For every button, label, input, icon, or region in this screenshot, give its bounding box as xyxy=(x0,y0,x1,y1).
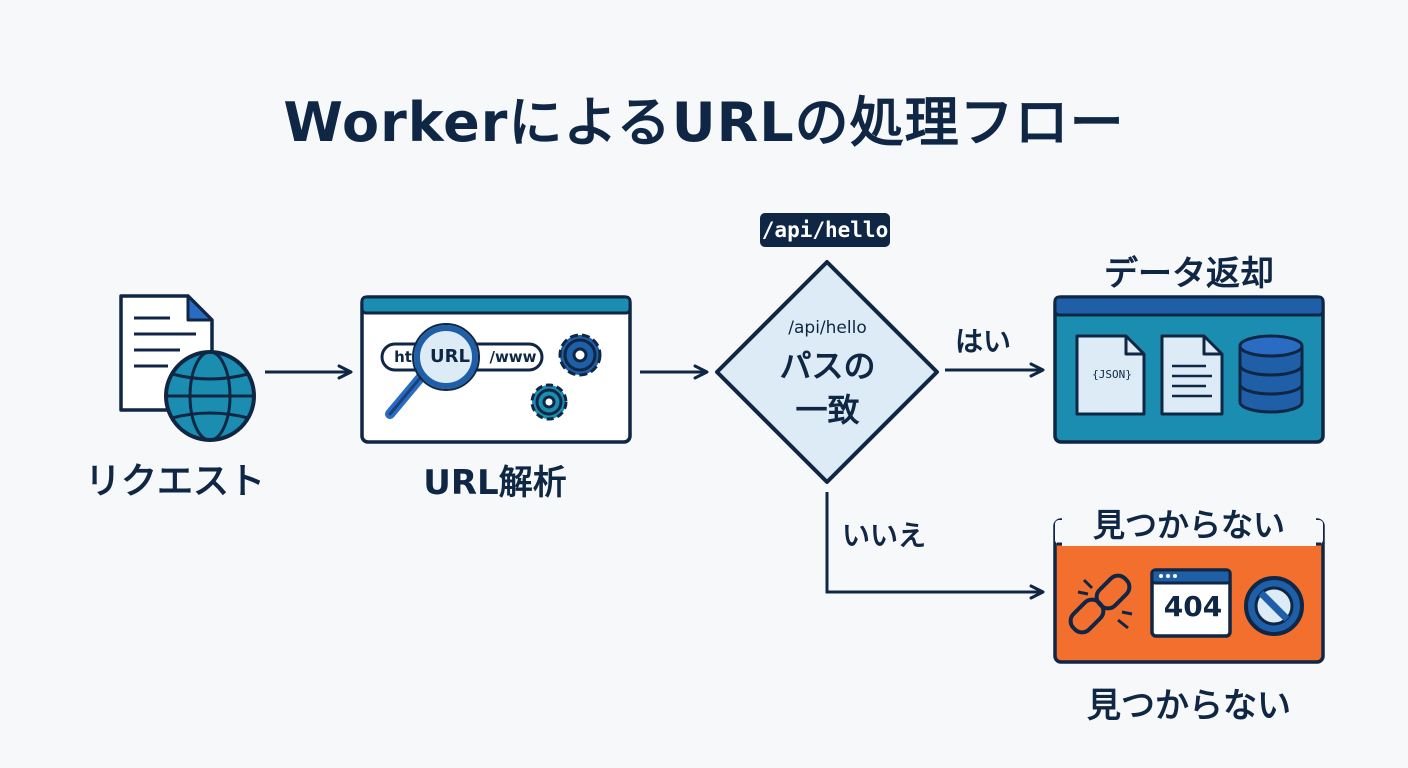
browser-window-icon xyxy=(1150,568,1232,638)
prohibited-icon xyxy=(1244,576,1304,636)
url-chip-left: ht xyxy=(394,348,412,366)
not-found-label-bottom: 見つからない xyxy=(1087,686,1291,726)
database-icon xyxy=(1238,334,1304,414)
branch-yes-label: はい xyxy=(955,325,1012,358)
json-text: {JSON} xyxy=(1092,368,1132,381)
error-code: 404 xyxy=(1163,590,1223,623)
url-parse-label: URL解析 xyxy=(423,463,567,503)
json-file-icon xyxy=(1075,334,1146,416)
branch-no-label: いいえ xyxy=(842,519,927,552)
decision-diamond xyxy=(715,260,939,484)
url-chip-center: URL xyxy=(430,346,470,367)
broken-link-icon xyxy=(1068,573,1133,635)
magnifier-icon xyxy=(385,323,480,419)
arrow-no xyxy=(825,492,1045,600)
decision-label: パスの 一致 xyxy=(779,347,876,429)
globe-icon xyxy=(164,350,256,442)
request-label: リクエスト xyxy=(84,461,265,502)
not-found-label-top: 見つからない xyxy=(1062,500,1316,546)
gear-icon xyxy=(530,333,602,421)
decision-path-text: /api/hello xyxy=(788,318,867,338)
page-title: WorkerによるURLの処理フロー xyxy=(283,91,1125,154)
document-icon-2 xyxy=(1160,334,1224,416)
url-chip-right: /www xyxy=(489,348,537,366)
data-return-label: データ返却 xyxy=(1104,254,1274,294)
path-badge: /api/hello xyxy=(760,213,890,247)
